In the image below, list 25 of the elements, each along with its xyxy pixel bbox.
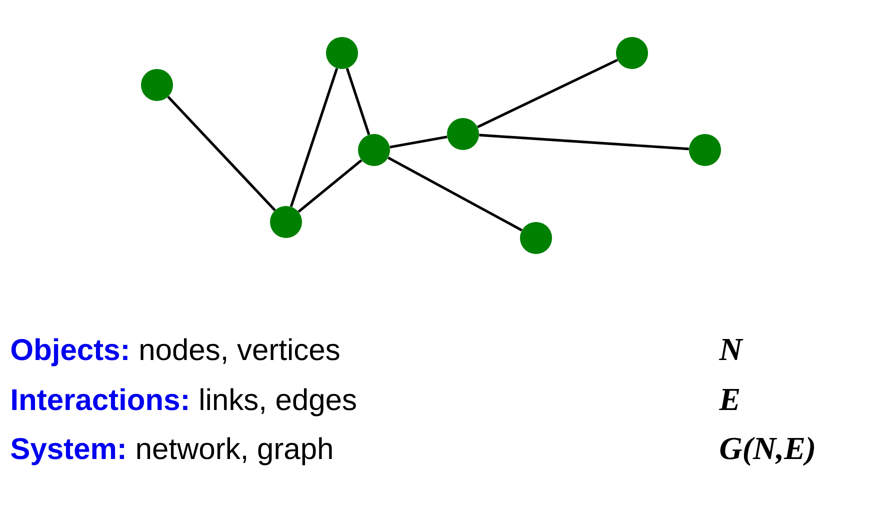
- graph-edge: [388, 156, 522, 232]
- description-text: links, edges: [200, 388, 356, 416]
- symbol-label: G(N,E): [720, 436, 814, 466]
- term-label: Objects:: [11, 338, 128, 366]
- description-text: nodes, vertices: [140, 338, 340, 364]
- graph-edge: [390, 136, 448, 148]
- graph-node: [447, 118, 479, 150]
- graph-edge: [477, 58, 618, 128]
- graph-node: [141, 69, 173, 101]
- graph-node: [520, 222, 552, 254]
- graph-node: [326, 37, 358, 69]
- graph-node: [689, 134, 721, 166]
- graph-node: [616, 37, 648, 69]
- symbol-label: E: [718, 389, 740, 410]
- graph-edge: [167, 96, 276, 212]
- graph-edge: [479, 134, 689, 150]
- graph-edge: [298, 159, 362, 213]
- graph-edge: [346, 68, 370, 136]
- description-text: network, graph: [137, 437, 332, 466]
- graph-node: [358, 134, 390, 166]
- symbol-label: N: [718, 339, 744, 360]
- term-label: Interactions:: [12, 388, 188, 410]
- graph-edge: [290, 68, 338, 208]
- graph-node: [270, 206, 302, 238]
- term-label: System:: [11, 438, 124, 466]
